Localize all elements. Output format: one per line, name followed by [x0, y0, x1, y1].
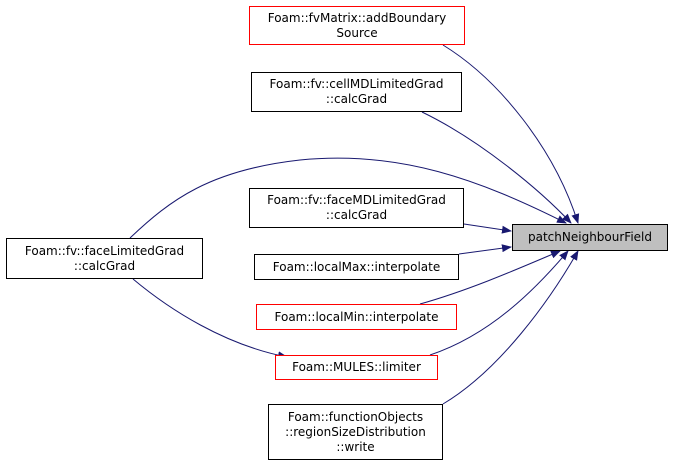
node-label: Foam::MULES::limiter: [292, 360, 421, 374]
edge-faceLimitedGrad-to-focus: [129, 157, 567, 239]
edge-faceLimitedGrad-to-MULES: [132, 278, 288, 360]
focus-node-patchNeighbourField: patchNeighbourField: [512, 224, 668, 251]
caller-node-localMax-interpolate[interactable]: Foam::localMax::interpolate: [254, 254, 459, 280]
caller-node-faceLimitedGrad[interactable]: Foam::fv::faceLimitedGrad ::calcGrad: [6, 238, 203, 279]
node-label: patchNeighbourField: [528, 230, 652, 244]
node-label: Foam::functionObjects: [287, 409, 424, 424]
edge-localMax: [458, 244, 512, 255]
node-label: Foam::fv::faceLimitedGrad: [24, 243, 185, 258]
node-label: ::calcGrad: [325, 92, 388, 106]
node-label: ::calcGrad: [325, 208, 388, 222]
caller-node-cellMDLimitedGrad[interactable]: Foam::fv::cellMDLimitedGrad ::calcGrad: [251, 72, 462, 112]
node-label: ::regionSizeDistribution: [285, 424, 426, 439]
edge-cellMDLimitedGrad: [421, 111, 572, 224]
node-label: Foam::fvMatrix::addBoundary: [267, 10, 447, 25]
caller-node-addBoundarySource[interactable]: Foam::fvMatrix::addBoundary Source: [249, 6, 465, 45]
node-label: Foam::fv::faceMDLimitedGrad: [267, 193, 446, 207]
caller-node-regionSizeDistribution-write[interactable]: Foam::functionObjects ::regionSizeDistri…: [268, 404, 443, 460]
node-label: Source: [336, 25, 378, 40]
caller-node-MULES-limiter[interactable]: Foam::MULES::limiter: [275, 355, 438, 380]
caller-node-localMin-interpolate[interactable]: Foam::localMin::interpolate: [256, 304, 457, 330]
node-label: Foam::localMin::interpolate: [274, 309, 439, 324]
node-label: ::write: [336, 439, 375, 454]
node-label: Foam::localMax::interpolate: [272, 259, 441, 274]
edge-MULES-limiter: [429, 250, 569, 356]
caller-node-faceMDLimitedGrad[interactable]: Foam::fv::faceMDLimitedGrad ::calcGrad: [249, 188, 464, 228]
node-label: Foam::fv::cellMDLimitedGrad: [269, 77, 444, 91]
edge-regionSizeDistribution: [442, 250, 579, 405]
edge-faceMDLimitedGrad: [463, 223, 512, 234]
node-label: ::calcGrad: [73, 258, 136, 273]
edge-addBoundarySource: [442, 44, 580, 224]
edge-localMin: [419, 250, 561, 305]
